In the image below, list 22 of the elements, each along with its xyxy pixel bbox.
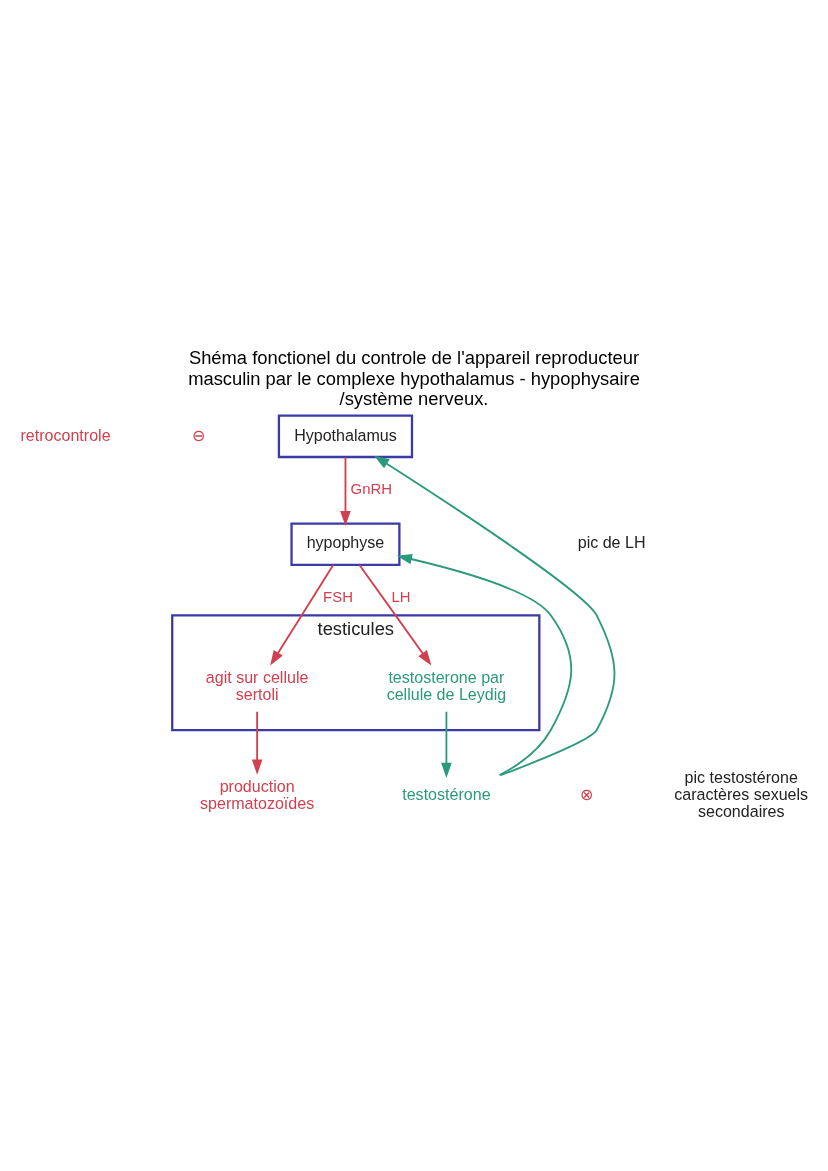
arrow: [358, 564, 432, 666]
label: ⊖: [192, 425, 206, 444]
node-box: Hypothalamus: [277, 414, 414, 459]
node-text: testosterone par cellule de Leydig: [386, 668, 507, 704]
edge-label: FSH: [323, 589, 353, 606]
diagram-title: Shéma fonctionel du controle de l'appareil reproducteur masculin par le complexe hypothalamus - hypophysaire /système nerveux.: [188, 346, 640, 410]
arrow: [441, 710, 452, 778]
label: pic testostérone caractères sexuels secondaires: [674, 768, 809, 821]
arrow: [374, 455, 616, 777]
node-box: hypophyse: [290, 522, 401, 566]
label: ⊗: [579, 785, 593, 804]
edge-label: LH: [391, 589, 411, 606]
arrow: [396, 553, 573, 777]
arrow: [340, 456, 351, 527]
node-text: production spermatozoïdes: [200, 776, 315, 812]
edge-label: GnRH: [350, 481, 392, 498]
label: pic de LH: [577, 533, 646, 552]
label: retrocontrole: [20, 425, 111, 444]
node-text: agit sur cellule sertoli: [205, 668, 309, 704]
arrow: [251, 710, 263, 775]
arrow: [270, 564, 335, 666]
node-text: testostérone: [402, 785, 491, 804]
